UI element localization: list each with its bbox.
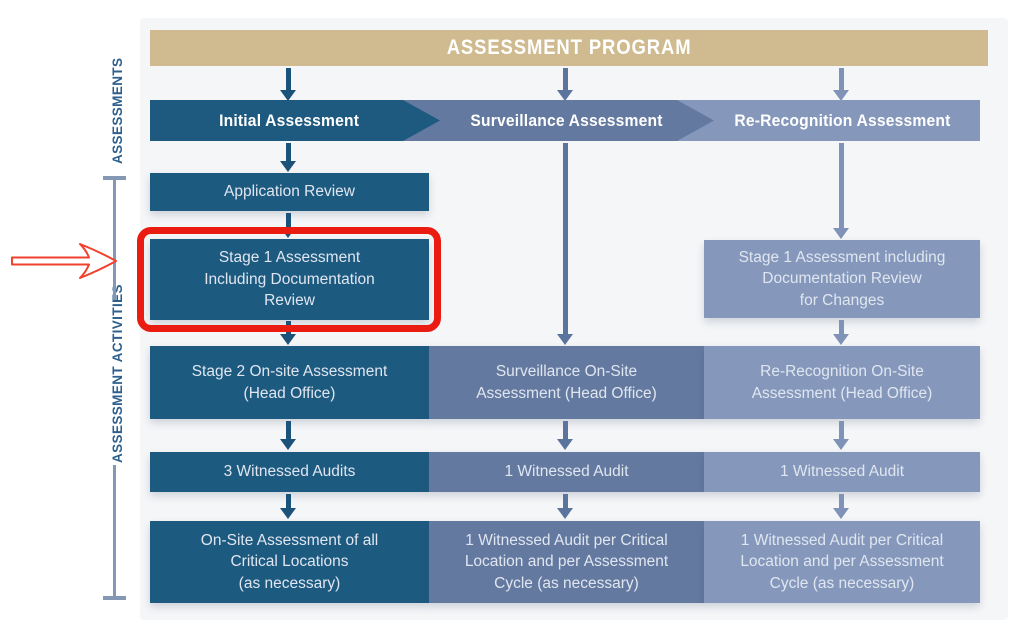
box-surveillance-onsite-assessment: Surveillance On-Site Assessment (Head Of… xyxy=(429,346,704,419)
bracket-top-cap xyxy=(103,176,126,180)
down-arrow-icon xyxy=(833,320,850,345)
down-arrow-icon xyxy=(280,143,297,172)
header-re-recognition-assessment: Re-Recognition Assessment xyxy=(733,110,951,130)
down-arrow-icon xyxy=(280,68,297,101)
down-arrow-icon xyxy=(280,421,297,450)
box-1-witnessed-audit-re-recognition: 1 Witnessed Audit xyxy=(704,452,980,492)
down-arrow-icon xyxy=(280,494,297,519)
box-stage-1-for-changes: Stage 1 Assessment including Documentati… xyxy=(704,240,980,318)
header-initial-assessment: Initial Assessment xyxy=(219,110,360,130)
box-stage-2-onsite-assessment: Stage 2 On-site Assessment (Head Office) xyxy=(150,346,429,419)
banner-title: ASSESSMENT PROGRAM xyxy=(446,36,692,59)
box-witnessed-audit-per-location-surveillance: 1 Witnessed Audit per Critical Location … xyxy=(429,521,704,603)
box-1-witnessed-audit-surveillance: 1 Witnessed Audit xyxy=(429,452,704,492)
down-arrow-icon xyxy=(833,68,850,101)
header-surveillance-assessment: Surveillance Assessment xyxy=(470,110,663,130)
down-arrow-icon xyxy=(557,421,574,450)
header-chevron-initial xyxy=(150,100,440,141)
assessment-activities-side-label: ASSESSMENT ACTIVITIES xyxy=(110,284,125,463)
down-arrow-icon xyxy=(557,143,574,345)
bracket-line xyxy=(113,180,116,300)
assessments-side-label: ASSESSMENTS xyxy=(110,57,125,164)
box-witnessed-audit-per-location-re-recognition: 1 Witnessed Audit per Critical Location … xyxy=(704,521,980,603)
box-application-review: Application Review xyxy=(150,173,429,211)
assessment-program-banner: ASSESSMENT PROGRAM xyxy=(150,30,988,66)
box-3-witnessed-audits: 3 Witnessed Audits xyxy=(150,452,429,492)
down-arrow-icon xyxy=(557,494,574,519)
down-arrow-icon xyxy=(833,494,850,519)
box-stage-1-assessment: Stage 1 Assessment Including Documentati… xyxy=(150,239,429,320)
box-onsite-critical-locations: On-Site Assessment of all Critical Locat… xyxy=(150,521,429,603)
down-arrow-icon xyxy=(833,421,850,450)
header-chevron-re-recognition xyxy=(677,100,980,141)
down-arrow-icon xyxy=(557,68,574,101)
box-re-recognition-onsite-assessment: Re-Recognition On-Site Assessment (Head … xyxy=(704,346,980,419)
down-arrow-icon xyxy=(833,143,850,239)
stage-1-highlight-box xyxy=(137,227,441,332)
header-chevron-surveillance xyxy=(403,100,714,141)
bracket-bottom-cap xyxy=(103,596,126,600)
bracket-line xyxy=(113,465,116,596)
red-pointer-arrow-icon xyxy=(11,243,117,279)
